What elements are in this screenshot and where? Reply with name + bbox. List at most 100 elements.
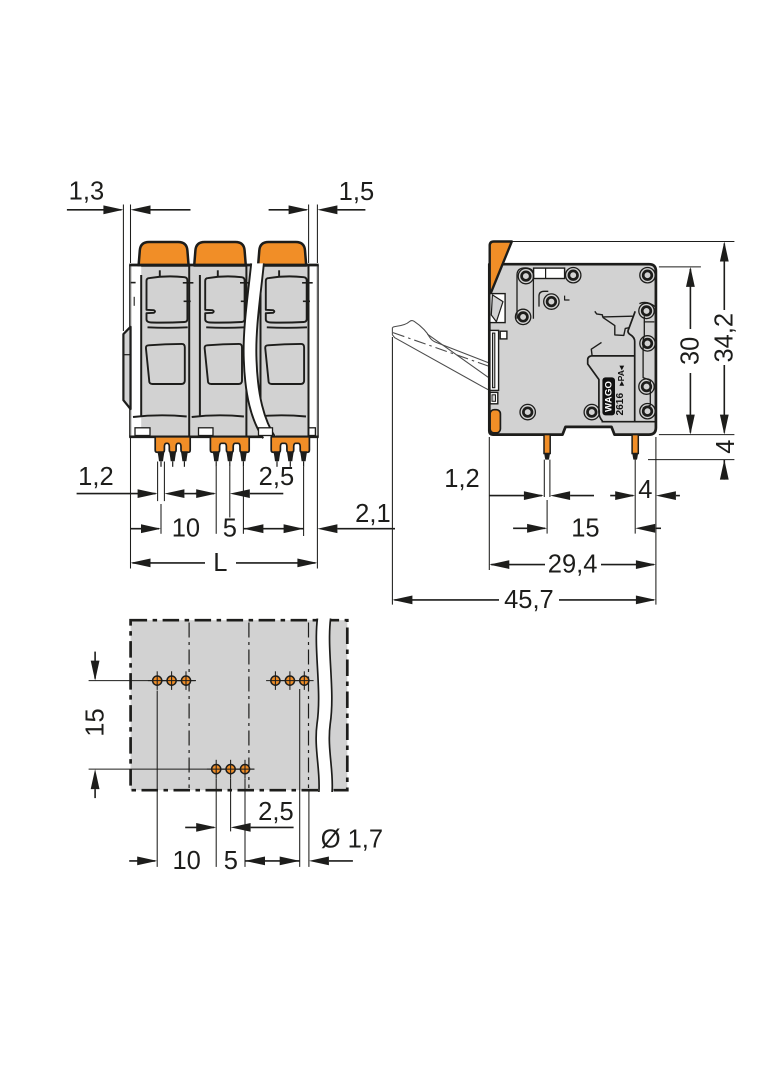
push-button (137, 240, 190, 267)
side-rivet-inner (640, 305, 653, 317)
tool-top-edge (392, 320, 489, 364)
dim-arrowhead (308, 856, 329, 866)
dim-arrowhead (635, 523, 656, 533)
front-mid-line (147, 326, 188, 329)
dim-1_5-head (288, 205, 309, 215)
front-break-band (243, 263, 276, 439)
dim-label-10: 10 (172, 515, 200, 543)
side-view: WAGO 2616 ▸PA◂ 30 34,2 4 1,2 4 15 29,4 4… (391, 240, 740, 614)
side-rivet-outer (639, 266, 656, 284)
footprint-area (130, 620, 348, 791)
front-break-line (242, 263, 264, 439)
dim-f10-head (137, 856, 158, 866)
side-marking-island (627, 311, 636, 422)
dim-label-1_5: 1,5 (339, 178, 374, 206)
front-pin-tip (226, 451, 234, 462)
front-upper-window (204, 275, 246, 324)
dim-label-1_3: 1,3 (69, 178, 104, 206)
push-button (192, 240, 248, 267)
dim-label-f15: 15 (82, 708, 110, 736)
side-rivet-outer (638, 302, 655, 320)
side-clamp-contour (602, 315, 633, 318)
dim-arrowhead (655, 491, 676, 500)
side-latch-square (499, 330, 508, 340)
side-rivet-inner (641, 337, 654, 350)
front-pin-tip (157, 451, 165, 462)
side-button-wedge (488, 240, 513, 297)
side-clamp-hook (590, 341, 602, 356)
side-rivet-inner (517, 311, 529, 323)
dim-arrowhead (230, 823, 251, 832)
side-marking-island (586, 355, 604, 422)
side-rivet-outer (543, 293, 560, 310)
side-rivet-inner (641, 269, 654, 281)
dim-label-f2_5: 2,5 (258, 798, 293, 826)
front-mid-line (266, 326, 308, 329)
side-body (487, 262, 658, 436)
side-rivet-outer (583, 403, 601, 421)
front-pin-tip (212, 451, 220, 462)
wago-logo-text: WAGO (603, 380, 614, 412)
dim-label-34_2: 34,2 (710, 313, 738, 363)
dim-arrowhead (243, 524, 264, 534)
dim-arrowhead (229, 489, 250, 498)
front-end-strip (131, 266, 142, 436)
side-clamp-contour (594, 310, 604, 318)
dim-arrowhead (279, 856, 300, 866)
dim-s4-head (615, 491, 636, 500)
front-upper-window (145, 275, 189, 324)
dim-arrowhead (550, 491, 571, 500)
dim-arrowhead (686, 266, 695, 287)
front-foot-notch (197, 427, 214, 437)
side-rivet-inner (567, 269, 579, 281)
side-rivet-inner (641, 405, 654, 417)
front-pin-tip (300, 451, 308, 462)
front-foot-notch (257, 427, 274, 437)
dim-arrowhead (635, 595, 656, 605)
front-end-strip (308, 266, 317, 436)
front-lower-window (203, 342, 243, 385)
side-small-slot-bar (491, 394, 496, 402)
dim-arrowhead (297, 558, 318, 568)
side-clamp-contour (602, 316, 630, 337)
front-pin-tip (169, 451, 177, 462)
dim-arrowhead (489, 560, 510, 569)
footprint-view: 15 2,5 10 5 Ø 1,7 (82, 618, 383, 875)
dim-arrowhead (90, 769, 100, 790)
dim-label-1_2: 1,2 (78, 463, 113, 491)
tool-centerline (392, 332, 503, 372)
front-view: 1,3 1,5 1,2 2,5 10 5 2,1 L (66, 178, 395, 577)
front-foot-notch (134, 427, 151, 437)
tool-bottom-edge (391, 334, 489, 391)
dim-1_3-head (103, 205, 124, 215)
side-pin (631, 433, 640, 455)
front-break-line (255, 263, 277, 439)
dim-label-30: 30 (676, 337, 704, 365)
dim-arrowhead (719, 241, 729, 262)
side-hook-contour (538, 290, 549, 307)
dim-arrowhead (283, 524, 304, 534)
front-body-fill (130, 265, 318, 437)
dim-label-4v: 4 (712, 440, 740, 454)
footprint-break-band (316, 618, 333, 792)
side-rivet-inner (545, 295, 558, 308)
front-pin-tip (180, 451, 188, 462)
front-lower-line (132, 414, 187, 418)
dim-label-2_5: 2,5 (259, 463, 294, 491)
dim-arrowhead (635, 560, 656, 569)
front-pin-tip (273, 451, 281, 462)
side-rivet-outer (564, 266, 582, 284)
side-lever-blade (490, 294, 504, 323)
dim-s1_2-head (523, 491, 544, 500)
push-button (256, 240, 308, 267)
footprint-break-line (328, 618, 334, 793)
dim-label-f10: 10 (173, 847, 201, 875)
dim-2_5-head (196, 489, 217, 498)
dim-arrowhead (164, 489, 185, 498)
series-marking-text: 2616 (615, 393, 626, 416)
front-pin-comb (154, 435, 192, 454)
side-rivet-outer (639, 402, 656, 420)
dim-arrowhead (130, 205, 151, 215)
